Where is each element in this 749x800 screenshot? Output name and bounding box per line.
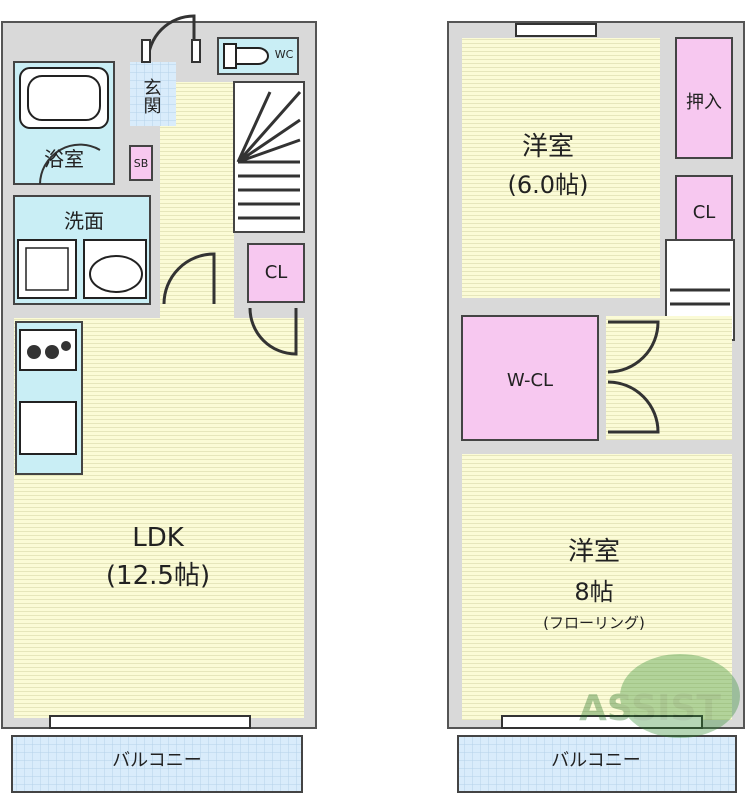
entrance (130, 62, 176, 126)
stair-area-1f (233, 81, 305, 233)
label-washroom: 洗面 (64, 209, 104, 233)
label-room-lower-name: 洋室 (568, 537, 620, 567)
label-walkin-closet: W-CL (507, 370, 553, 391)
walkin-closet (461, 315, 599, 441)
toilet-icon (223, 43, 269, 69)
label-room-upper-name: 洋室 (522, 132, 574, 162)
stove-icon (19, 329, 77, 371)
kitchen-sink-icon (19, 401, 77, 455)
shoe-box (129, 145, 153, 181)
room-lower-door (607, 380, 660, 434)
label-entrance: 玄関 (141, 78, 162, 114)
closet-1f-door (248, 307, 298, 356)
window-1f (49, 715, 251, 729)
washroom-door (162, 252, 216, 305)
label-wc: WC (275, 48, 294, 61)
room-upper-door (607, 320, 660, 374)
room-upper (462, 38, 660, 298)
label-balcony-2f: バルコニー (551, 750, 641, 771)
label-sb: SB (134, 157, 149, 170)
label-closet-1f: CL (265, 262, 288, 283)
label-balcony-1f: バルコニー (112, 750, 202, 771)
room-lower (462, 454, 732, 720)
floor-2 (447, 21, 745, 793)
balcony-1f (11, 735, 303, 793)
storage-oshiire (675, 37, 733, 159)
bathtub-icon (19, 67, 109, 129)
bath-door (39, 143, 101, 185)
window-2f-top (515, 23, 597, 37)
assist-watermark: ASSIST (579, 654, 740, 738)
washing-machine-icon (17, 239, 77, 299)
hall-2f (606, 316, 732, 440)
label-storage: 押入 (686, 92, 722, 113)
balcony-2f (457, 735, 737, 793)
label-closet-2f: CL (693, 202, 716, 223)
floor-1 (1, 14, 317, 793)
watermark-text: ASSIST (579, 688, 721, 729)
label-ldk-name: LDK (132, 523, 185, 553)
label-room-lower-size: 8帖 (574, 578, 613, 606)
stairs-1f (236, 91, 302, 220)
label-room-lower-note: (フローリング) (543, 614, 645, 632)
closet-1f (247, 243, 305, 303)
label-ldk-size: (12.5帖) (106, 561, 210, 591)
label-room-upper-size: (6.0帖) (508, 171, 589, 199)
window-2f-bottom (501, 715, 703, 729)
label-bath: 浴室 (44, 147, 84, 171)
sink-icon (83, 239, 147, 299)
